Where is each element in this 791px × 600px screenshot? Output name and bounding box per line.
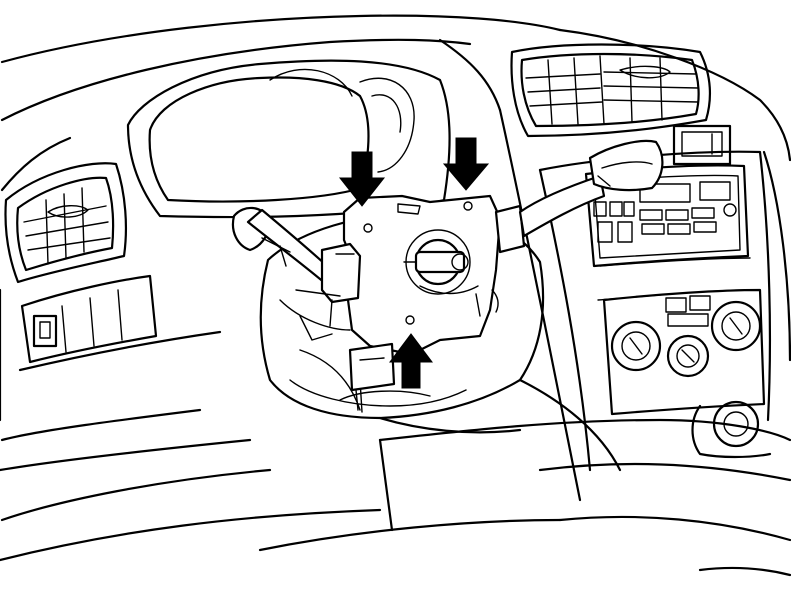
dashboard	[0, 14, 791, 577]
center-air-vent	[510, 43, 712, 138]
combination-switch	[342, 194, 502, 354]
arrow-top-left	[338, 151, 386, 207]
hazard-switch	[672, 124, 732, 166]
wiper-lever	[494, 139, 664, 254]
climate-control-panel	[602, 288, 766, 416]
column-bracket	[348, 342, 396, 411]
switch-panel	[18, 274, 222, 372]
left-air-vent	[4, 162, 128, 284]
turn-signal-lever	[231, 206, 362, 341]
arrow-bottom	[389, 333, 433, 389]
cigarette-lighter	[691, 400, 772, 459]
instrument-cluster-opening	[126, 59, 451, 219]
arrow-top-right	[442, 137, 490, 191]
